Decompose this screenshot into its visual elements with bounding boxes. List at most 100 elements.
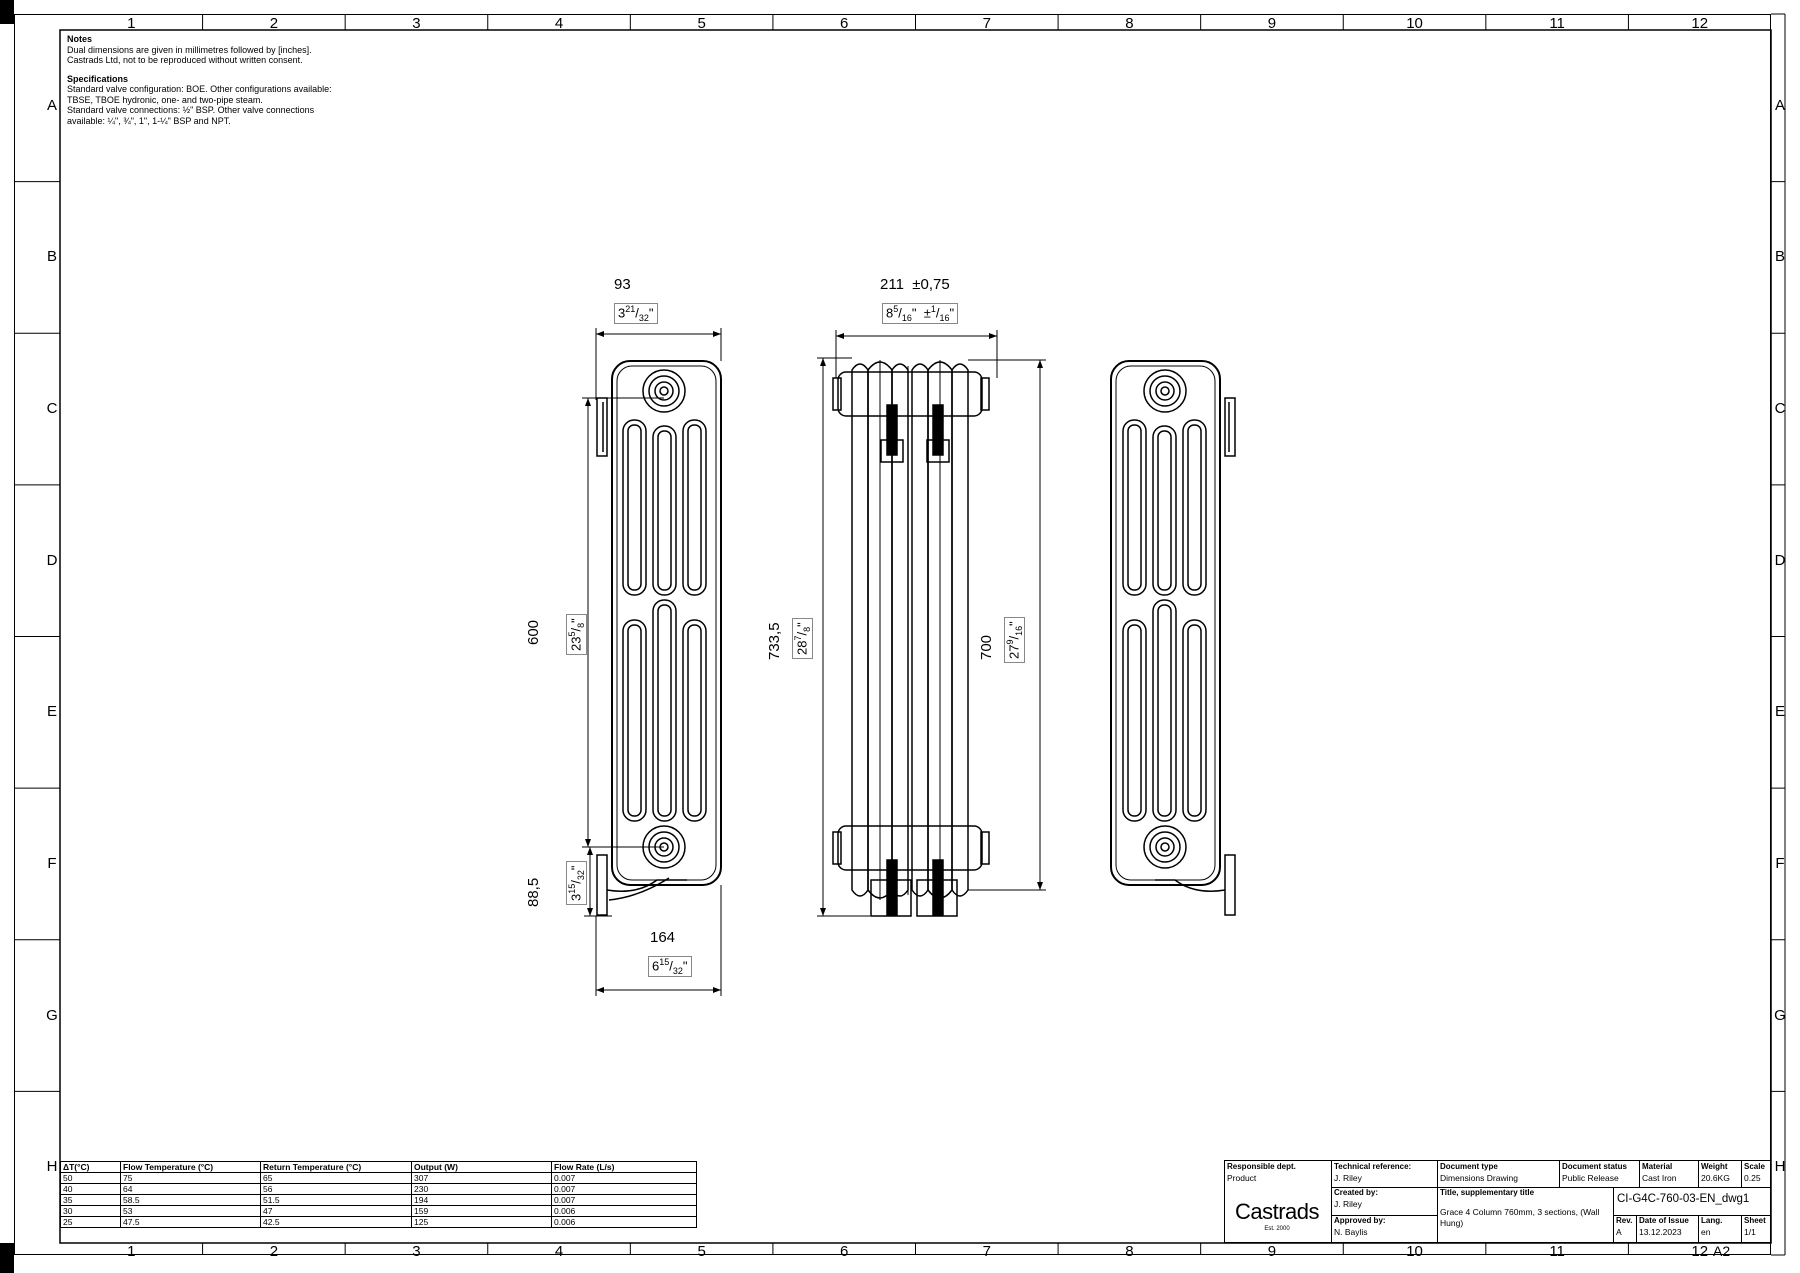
tb-techref: Technical reference: J. Riley <box>1331 1161 1437 1187</box>
tb-rev: Rev. A <box>1613 1215 1636 1242</box>
table-cell: 194 <box>411 1194 552 1206</box>
dim-depth-in-den: 32 <box>638 312 649 323</box>
tb-scale: Scale 0.25 <box>1741 1161 1770 1187</box>
table-cell: 40 <box>60 1183 121 1195</box>
zone-row-label: H <box>46 1158 58 1176</box>
spec-heading: Specifications <box>67 73 129 84</box>
tb-techref-label: Technical reference: <box>1334 1162 1412 1171</box>
dim-width-tol-in-den: 16 <box>939 312 950 323</box>
dim-bottom-in-den: 32 <box>575 870 586 881</box>
zone-row-label: D <box>1774 551 1786 569</box>
zone-column-label: 7 <box>982 1243 991 1260</box>
dim-section-mm: 700 <box>978 634 995 660</box>
logo-name: Castrads <box>1234 1199 1320 1224</box>
tb-drawing-id: CI-G4C-760-03-EN_dwg1 <box>1613 1187 1770 1215</box>
tb-created: Created by: J. Riley <box>1331 1187 1437 1215</box>
corner-mark-tl <box>0 0 14 24</box>
tb-responsible-value: Product <box>1227 1173 1257 1183</box>
table-cell: 307 <box>411 1172 552 1184</box>
side-view <box>596 360 722 916</box>
tb-title-value: Grace 4 Column 760mm, 3 sections, (Wall … <box>1440 1207 1600 1228</box>
table-cell: 0.006 <box>551 1205 697 1217</box>
dim-section-in-den: 16 <box>1013 625 1024 636</box>
zone-column-label: 9 <box>1267 15 1277 32</box>
table-cell: 0.006 <box>551 1216 697 1228</box>
dim-width-mm-value: 211 <box>880 276 904 293</box>
notes-line: Dual dimensions are given in millimetres… <box>67 44 312 55</box>
tb-doctype: Document type Dimensions Drawing <box>1437 1161 1559 1187</box>
dim-section-in-num: 9 <box>1005 639 1015 645</box>
zone-column-label: 3 <box>412 1243 421 1260</box>
zone-row-label: C <box>1774 400 1786 418</box>
tb-date-value: 13.12.2023 <box>1639 1227 1682 1237</box>
dim-overall-in-whole: 28 <box>794 640 810 655</box>
zone-column-label: 1 <box>127 1243 136 1260</box>
dim-centres-in-whole: 23 <box>568 636 584 651</box>
dim-overall-in: 287/8" <box>792 618 813 659</box>
zone-row-label: E <box>46 703 57 721</box>
col-header: Output (W) <box>411 1161 552 1173</box>
tb-approved-label: Approved by: <box>1334 1216 1386 1225</box>
spec-line: Standard valve configuration: BOE. Other… <box>67 84 332 94</box>
zone-row-label: H <box>1774 1158 1786 1176</box>
corner-mark-bl <box>0 1243 14 1273</box>
dim-depth-mm: 93 <box>614 276 631 293</box>
dim-bottom-in: 315/32" <box>566 861 587 905</box>
table-cell: 35 <box>60 1194 121 1206</box>
dim-width-in: 85/16" ±1/16" <box>882 303 959 324</box>
tb-scale-label: Scale <box>1744 1162 1765 1171</box>
col-header: Flow Temperature (°C) <box>120 1161 261 1173</box>
notes-heading: Notes <box>67 34 93 44</box>
table-cell: 159 <box>411 1205 552 1217</box>
dim-centres-in-den: 8 <box>575 622 586 628</box>
table-cell: 125 <box>411 1216 552 1228</box>
zone-row-label: E <box>1774 703 1785 721</box>
spec-line: Standard valve connections: ½" BSP. Othe… <box>67 105 315 115</box>
zone-row-label: B <box>46 248 57 266</box>
dim-section-in: 279/16" <box>1004 617 1025 663</box>
performance-table-header: ΔT(°C) Flow Temperature (°C) Return Temp… <box>60 1161 697 1173</box>
tb-docstatus-label: Document status <box>1562 1162 1627 1171</box>
tb-approved: Approved by: N. Baylis <box>1331 1215 1437 1242</box>
front-view <box>832 360 990 917</box>
table-cell: 42.5 <box>260 1216 412 1228</box>
zone-row-label: G <box>1774 1006 1786 1024</box>
tb-weight: Weight 20.6KG <box>1698 1161 1741 1187</box>
zone-column-label: 10 <box>1406 15 1423 32</box>
zone-row-label: A <box>1774 96 1785 114</box>
table-cell: 47 <box>260 1205 412 1217</box>
tb-lang-value: en <box>1701 1227 1711 1237</box>
logo-est: Est. 2000 <box>1264 1226 1290 1232</box>
zone-column-label: 5 <box>697 1243 706 1260</box>
zone-column-label: 12 <box>1691 1243 1709 1260</box>
zone-column-label: 3 <box>412 15 421 32</box>
dim-centres-in-num: 5 <box>567 631 577 637</box>
paper-size: A2 <box>1713 1243 1731 1259</box>
castrads-logo: Castrads Est. 2000 <box>1225 1199 1329 1232</box>
zone-column-label: 1 <box>127 15 136 32</box>
col-header: Flow Rate (L/s) <box>551 1161 697 1173</box>
zone-column-label: 10 <box>1406 1243 1423 1260</box>
tb-sheet-value: 1/1 <box>1744 1227 1756 1237</box>
tb-created-value: J. Riley <box>1334 1199 1362 1209</box>
dim-bracket-mm: 164 <box>650 929 676 946</box>
notes-line: Castrads Ltd, not to be reproduced witho… <box>67 55 303 65</box>
notes-block: Notes Dual dimensions are given in milli… <box>67 34 397 126</box>
dim-bottom-in-whole: 3 <box>568 893 584 901</box>
dim-bracket-in-den: 32 <box>672 965 683 976</box>
table-cell: 30 <box>60 1205 121 1217</box>
table-cell: 50 <box>60 1172 121 1184</box>
dim-bracket-in-num: 15 <box>659 957 670 967</box>
table-cell: 64 <box>120 1183 261 1195</box>
dim-centres-in: 235/8" <box>566 614 587 655</box>
zone-column-label: 2 <box>269 1243 279 1260</box>
tb-sheet-label: Sheet <box>1744 1216 1766 1225</box>
zone-column-label: 11 <box>1549 15 1565 32</box>
